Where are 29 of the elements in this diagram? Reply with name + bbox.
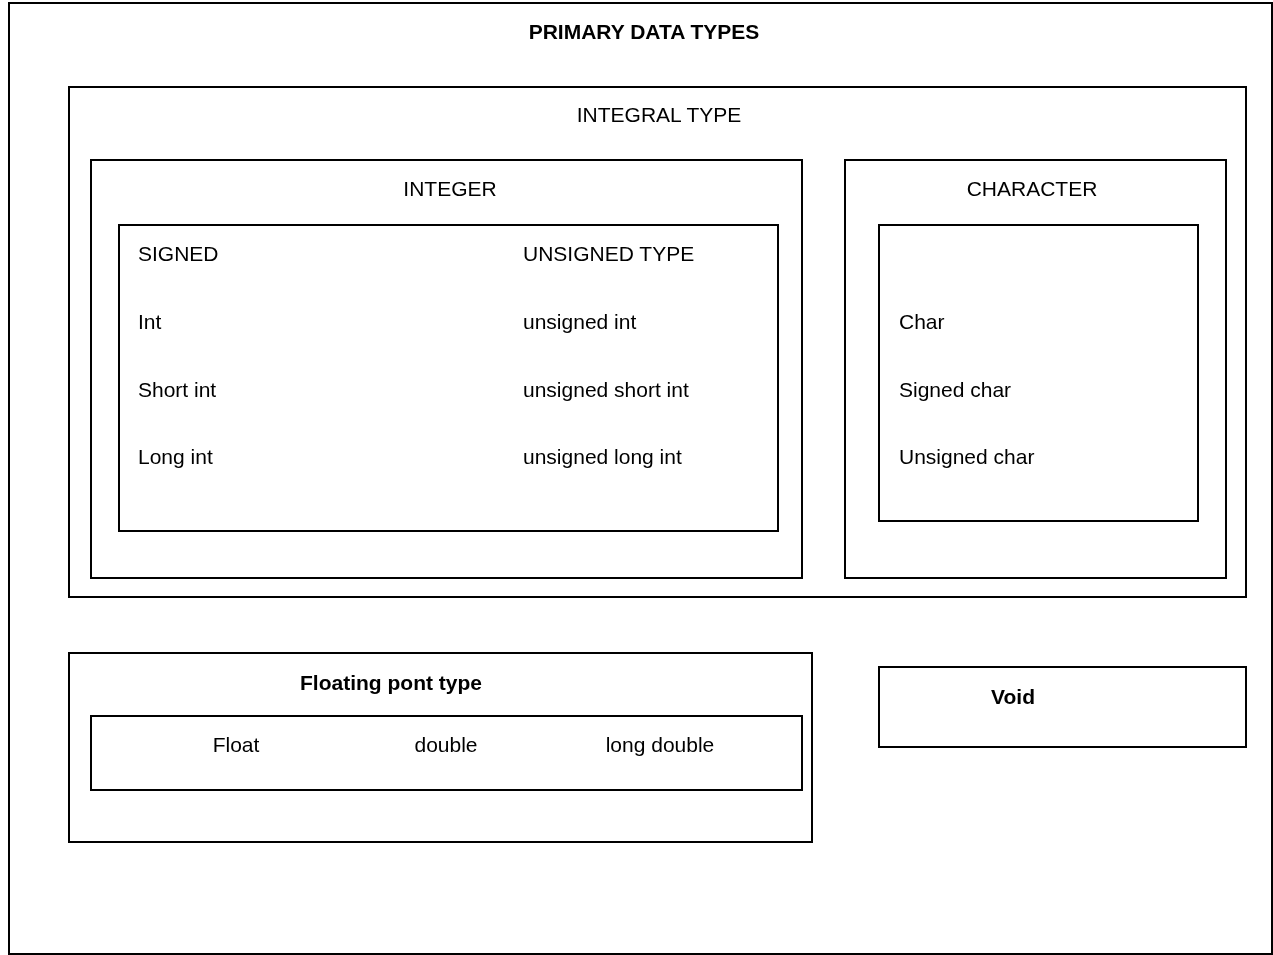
list-box bbox=[118, 224, 779, 532]
group-box bbox=[68, 86, 1247, 598]
type-name: long double bbox=[605, 733, 715, 757]
group-title: PRIMARY DATA TYPES bbox=[528, 20, 760, 44]
type-box bbox=[878, 666, 1247, 748]
type-name: Unsigned char bbox=[899, 445, 1035, 469]
outer-frame bbox=[8, 2, 1273, 955]
group-title: INTEGER bbox=[403, 177, 497, 201]
group-box bbox=[844, 159, 1227, 579]
type-name: Float bbox=[212, 733, 260, 757]
type-name: Long int bbox=[138, 445, 213, 469]
type-name: SIGNED bbox=[138, 242, 219, 266]
type-name: Char bbox=[899, 310, 945, 334]
group-title: CHARACTER bbox=[966, 177, 1098, 201]
group-box bbox=[90, 159, 803, 579]
group-box bbox=[68, 652, 813, 843]
type-name: unsigned int bbox=[523, 310, 637, 334]
type-name: UNSIGNED TYPE bbox=[523, 242, 695, 266]
type-name: Signed char bbox=[899, 378, 1012, 402]
group-title: INTEGRAL TYPE bbox=[576, 103, 742, 127]
list-box bbox=[90, 715, 803, 791]
group-title: Floating pont type bbox=[300, 671, 482, 695]
type-name: Short int bbox=[138, 378, 217, 402]
list-box bbox=[878, 224, 1199, 522]
type-name: unsigned long int bbox=[523, 445, 682, 469]
type-name: unsigned short int bbox=[523, 378, 689, 402]
type-name: double bbox=[414, 733, 478, 757]
group-title: Void bbox=[991, 685, 1035, 709]
type-name: Int bbox=[138, 310, 162, 334]
